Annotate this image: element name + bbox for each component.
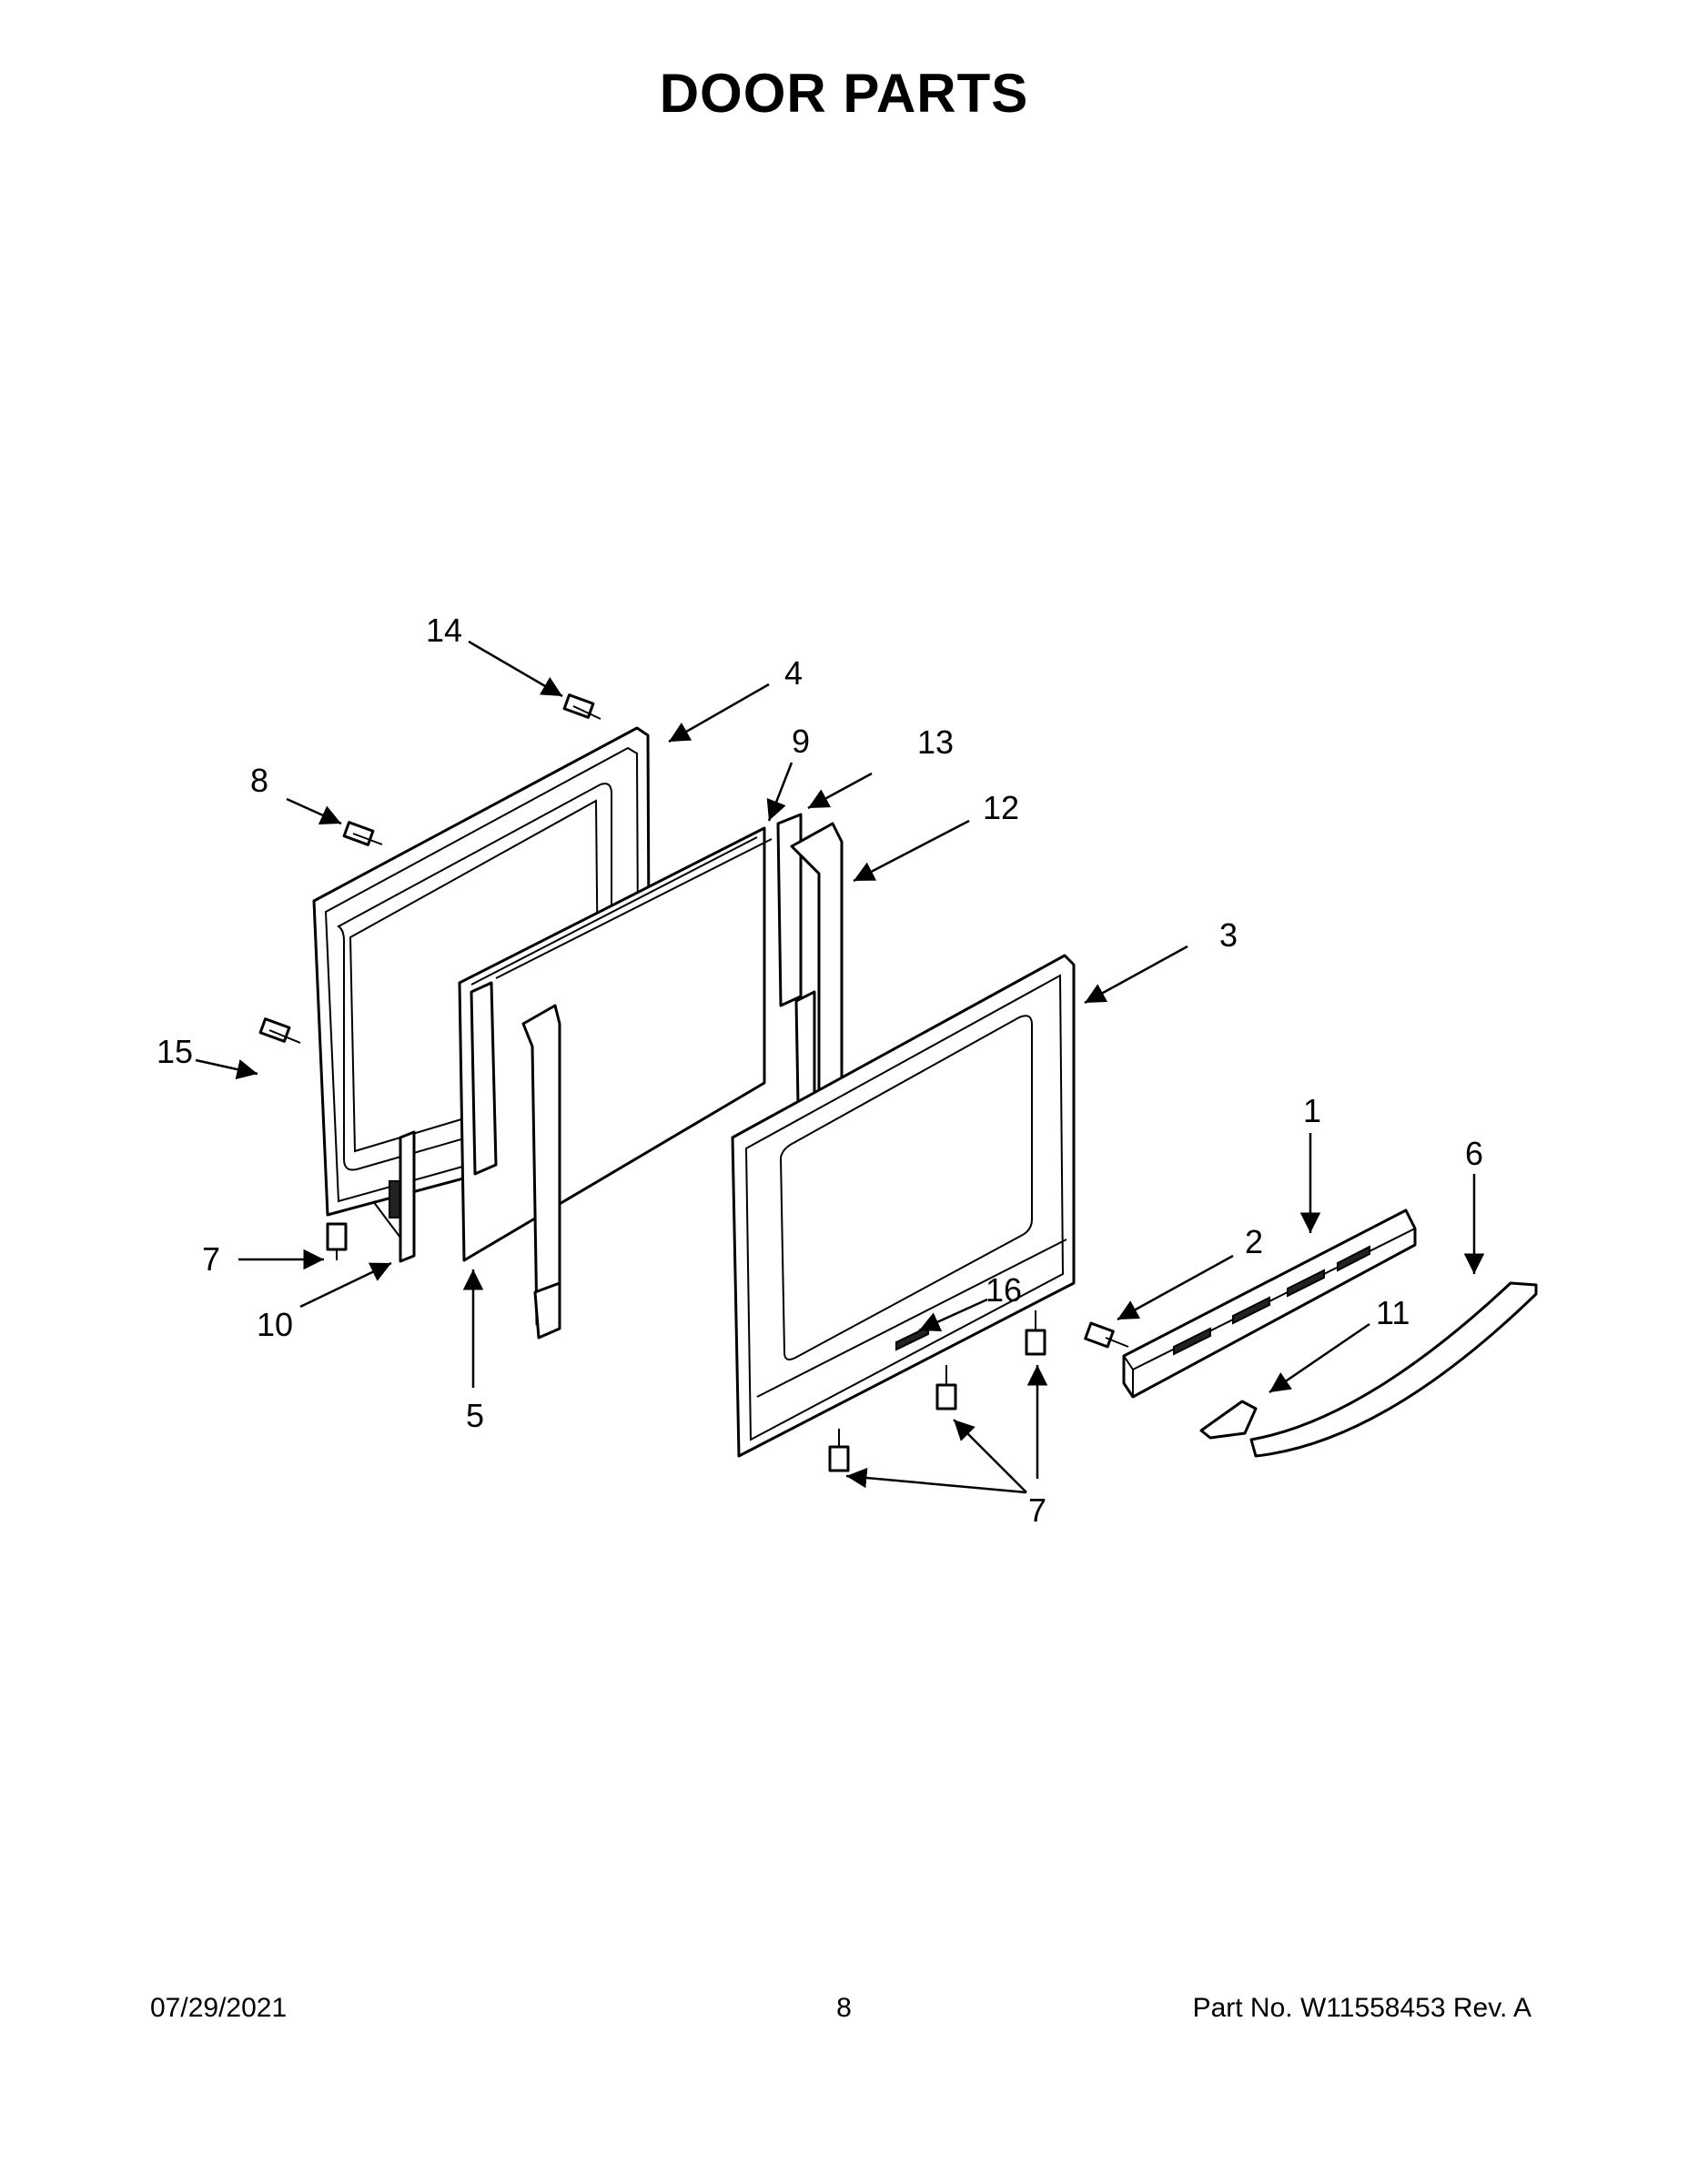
callout-15: 15	[157, 1033, 193, 1070]
screw-7-b	[935, 1365, 957, 1410]
callout-5: 5	[466, 1397, 484, 1434]
glass-seal-strip	[495, 838, 773, 979]
vent-trim	[1122, 1208, 1417, 1399]
callout-2: 2	[1245, 1223, 1263, 1260]
page-title: DOOR PARTS	[659, 63, 1029, 124]
callout-labels: 1 2 3 4 5 6 7 7 8 9 10 11 12 13 14 15 16	[157, 612, 1483, 1529]
callout-10: 10	[257, 1306, 293, 1343]
callout-11: 11	[1376, 1294, 1410, 1331]
screw-7-c	[1025, 1310, 1046, 1356]
footer-part-number: Part No. W11558453 Rev. A	[1192, 1993, 1531, 2023]
glass-support-brackets	[521, 813, 844, 1340]
leader-lines	[195, 640, 1485, 1494]
footer-page-number: 8	[836, 1993, 852, 2023]
door-handle	[1249, 1281, 1538, 1458]
callout-4: 4	[784, 654, 803, 692]
callout-14: 14	[426, 612, 462, 649]
screw-7-a	[828, 1429, 850, 1472]
callout-3: 3	[1219, 916, 1238, 954]
callout-6: 6	[1465, 1135, 1483, 1172]
screw-2	[1084, 1321, 1129, 1349]
callout-16: 16	[986, 1271, 1022, 1309]
callout-7-bottom: 7	[1028, 1491, 1046, 1529]
callout-12: 12	[983, 789, 1019, 826]
screw-15	[258, 1017, 301, 1044]
callout-7-left: 7	[202, 1240, 220, 1278]
screw-8	[342, 821, 383, 846]
callout-8: 8	[250, 762, 268, 799]
screw-7-left	[326, 1222, 348, 1260]
callout-13: 13	[917, 723, 954, 761]
handle-end-cap	[1199, 1400, 1258, 1440]
footer-date: 07/29/2021	[150, 1993, 288, 2023]
callout-1: 1	[1303, 1092, 1321, 1129]
outer-door-panel	[731, 954, 1076, 1458]
callout-9: 9	[792, 723, 810, 760]
screws	[258, 693, 1129, 1472]
screw-14	[562, 693, 601, 720]
